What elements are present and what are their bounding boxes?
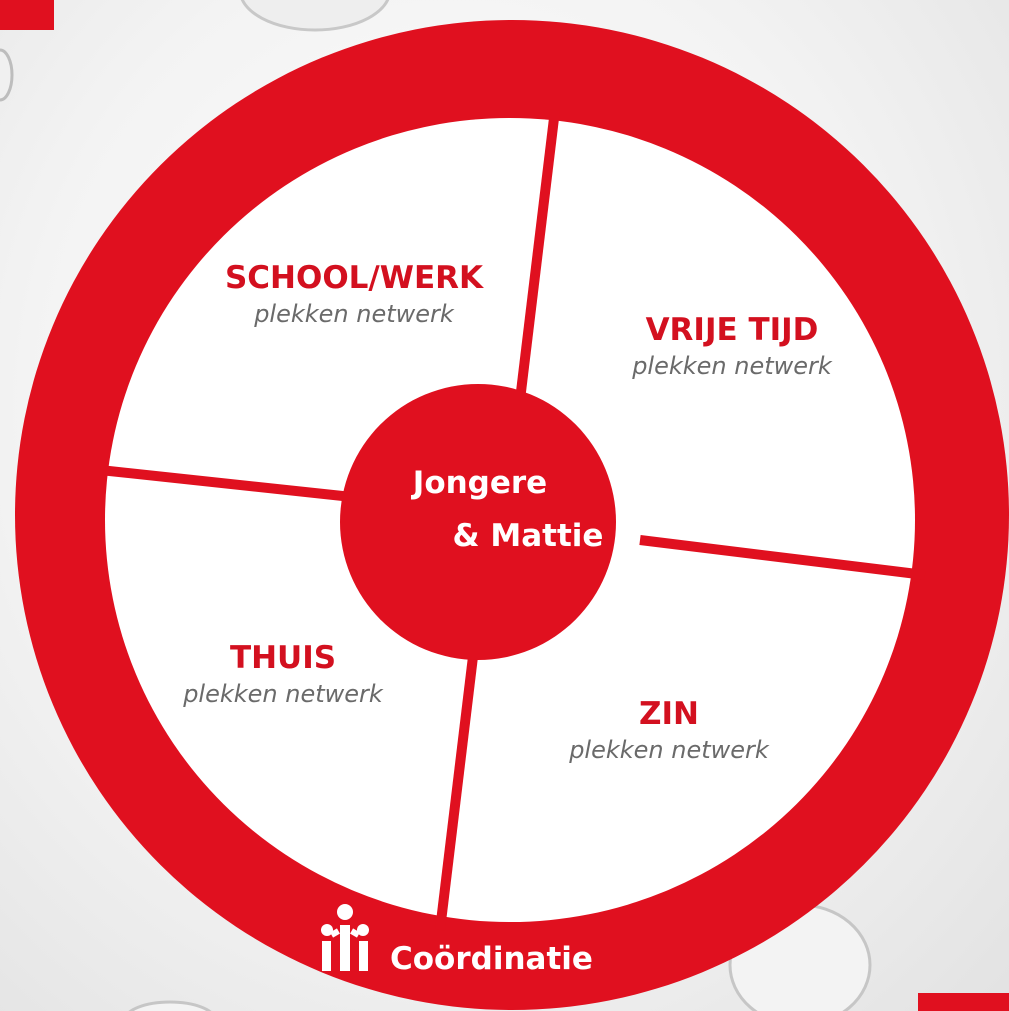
divider-bottom (435, 639, 480, 931)
divider-right (639, 535, 926, 580)
quadrant-subtitle-vrije-tijd: plekken netwerk (631, 352, 833, 380)
center-circle (340, 384, 616, 660)
droplet-top (240, 0, 390, 32)
droplet-bottom-left (128, 1000, 212, 1011)
center-line-1: Jongere (411, 465, 547, 501)
quadrant-subtitle-school-werk: plekken netwerk (253, 300, 455, 328)
droplet-left (0, 48, 14, 102)
people-icon (321, 904, 369, 971)
divider-top (515, 109, 560, 401)
corner-accent-top-left (0, 0, 54, 30)
divider-left (99, 465, 381, 505)
quadrant-vrije-tijd: VRIJE TIJD plekken netwerk (631, 312, 833, 380)
quadrant-school-werk: SCHOOL/WERK plekken netwerk (225, 260, 484, 328)
quadrant-zin: ZIN plekken netwerk (568, 696, 770, 764)
corner-accent-bottom-right (918, 993, 1009, 1011)
quadrant-title-thuis: THUIS (230, 640, 336, 676)
coordination-label: Coördinatie (390, 941, 593, 977)
quadrant-title-zin: ZIN (639, 696, 699, 732)
quadrant-subtitle-zin: plekken netwerk (568, 736, 770, 764)
quadrant-title-vrije-tijd: VRIJE TIJD (646, 312, 819, 348)
quadrant-title-school-werk: SCHOOL/WERK (225, 260, 484, 296)
center-line-2: & Mattie (453, 518, 604, 554)
quadrant-subtitle-thuis: plekken netwerk (182, 680, 384, 708)
quadrant-dividers (99, 109, 926, 931)
quadrant-thuis: THUIS plekken netwerk (182, 640, 384, 708)
